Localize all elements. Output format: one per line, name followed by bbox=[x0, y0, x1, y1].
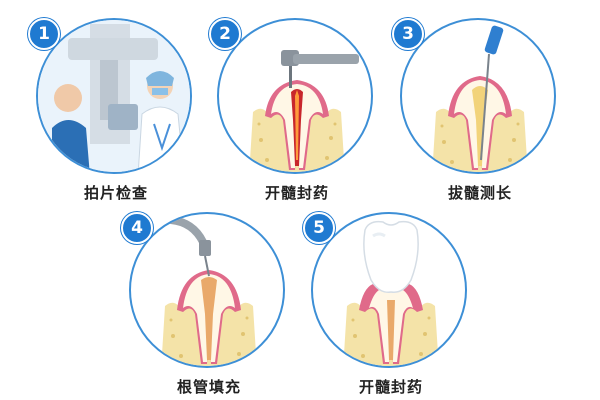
step-label: 根管填充 bbox=[176, 378, 241, 396]
step-number-badge: 1 bbox=[28, 18, 60, 50]
step-label: 拔髓测长 bbox=[447, 184, 512, 202]
step-5: 5 开髓封药 bbox=[303, 212, 479, 398]
step-label: 开髓封药 bbox=[264, 184, 329, 202]
step-number-badge: 5 bbox=[303, 212, 335, 244]
step-label: 拍片检查 bbox=[83, 184, 148, 202]
tooth-file-illustration bbox=[400, 18, 556, 174]
step-label: 开髓封药 bbox=[358, 378, 423, 396]
step-1: 1 拍片检查 bbox=[28, 18, 204, 204]
step-2: 2 开髓封药 bbox=[209, 18, 385, 204]
xray-exam-illustration bbox=[36, 18, 192, 174]
tooth-crown-illustration bbox=[311, 212, 467, 368]
step-3: 3 拔髓测长 bbox=[392, 18, 568, 204]
tooth-drill-illustration bbox=[217, 18, 373, 174]
step-number-badge: 2 bbox=[209, 18, 241, 50]
tooth-filling-illustration bbox=[129, 212, 285, 368]
step-4: 4 根管填充 bbox=[121, 212, 297, 398]
step-number-badge: 4 bbox=[121, 212, 153, 244]
step-number-badge: 3 bbox=[392, 18, 424, 50]
